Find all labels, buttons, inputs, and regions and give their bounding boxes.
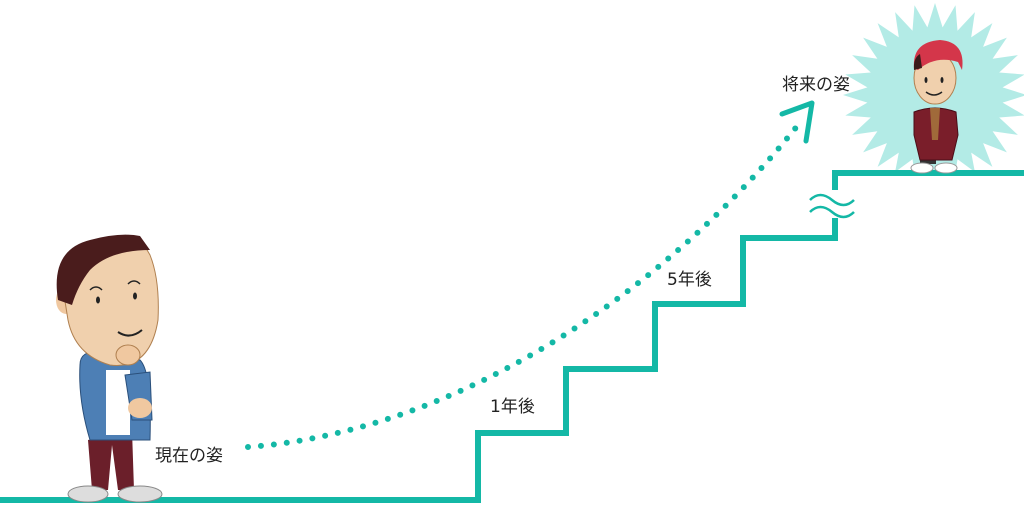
stairs-line bbox=[0, 170, 1024, 503]
arrow-head-icon bbox=[779, 100, 815, 144]
label-one-year-later: 1年後 bbox=[490, 397, 535, 417]
current-person-icon bbox=[56, 234, 163, 503]
label-current-self: 現在の姿 bbox=[155, 446, 223, 466]
future-person-icon bbox=[910, 40, 963, 174]
wavy-break-icon bbox=[809, 190, 855, 219]
label-five-years-later: 5年後 bbox=[667, 270, 712, 290]
label-future-self: 将来の姿 bbox=[782, 75, 850, 95]
